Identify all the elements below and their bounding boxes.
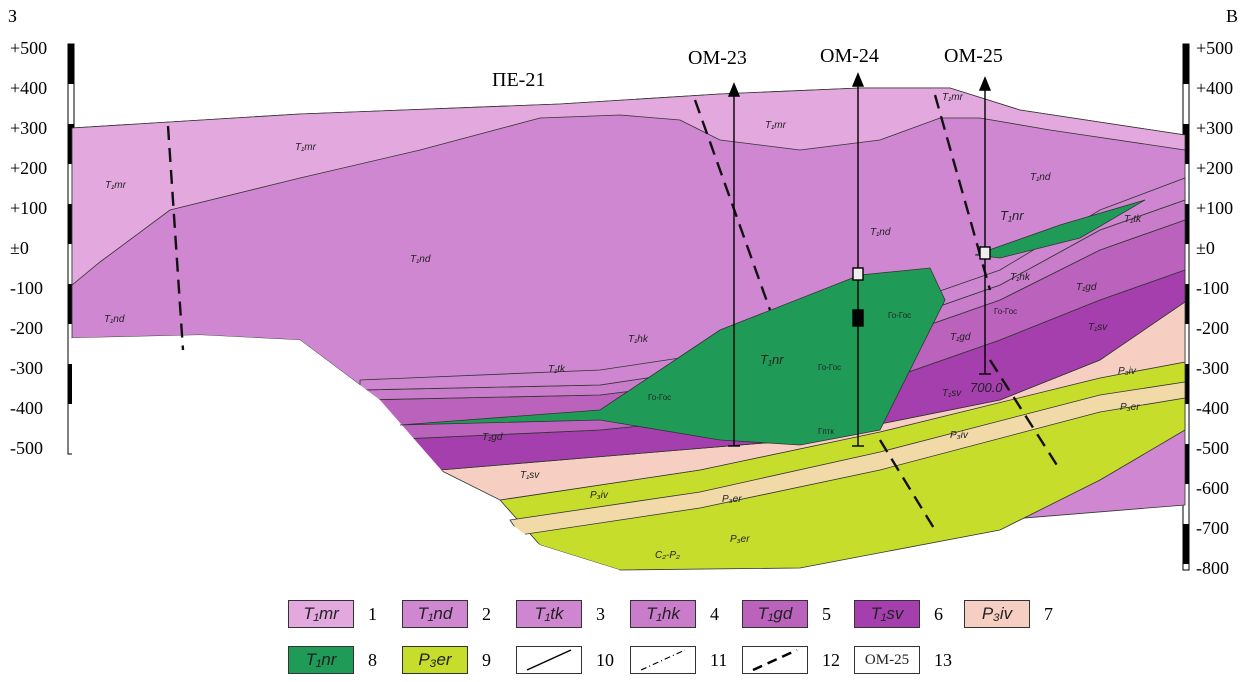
legend-item-12: 12 bbox=[742, 646, 840, 674]
blank-area bbox=[72, 335, 620, 570]
right-tick-label: +300 bbox=[1196, 118, 1233, 138]
right-tick-label: ±0 bbox=[1196, 238, 1215, 258]
left-tick-label: -100 bbox=[10, 278, 43, 298]
left-tick-label: -300 bbox=[10, 358, 43, 378]
svg-text:P₃er: P₃er bbox=[1120, 402, 1140, 413]
left-tick-label: -400 bbox=[10, 398, 43, 418]
svg-text:T₁nr: T₁nr bbox=[1000, 208, 1024, 223]
faults bbox=[166, 94, 1062, 531]
right-tick-label: -600 bbox=[1196, 478, 1229, 498]
right-tick-label: -100 bbox=[1196, 278, 1229, 298]
layer-t1nr-lens bbox=[974, 199, 1146, 259]
svg-text:T₁sv: T₁sv bbox=[520, 470, 540, 481]
svg-text:T₁nd: T₁nd bbox=[1030, 172, 1051, 183]
east-label: В bbox=[1226, 6, 1238, 26]
svg-text:P₃iv: P₃iv bbox=[950, 430, 969, 441]
svg-text:Го-Гос: Го-Гос bbox=[648, 393, 671, 402]
svg-text:P₃iv: P₃iv bbox=[1118, 366, 1137, 377]
legend-item-10: 10 bbox=[516, 646, 614, 674]
right-tick-label: -200 bbox=[1196, 318, 1229, 338]
svg-text:T₁hk: T₁hk bbox=[628, 334, 649, 345]
west-label: З bbox=[8, 6, 17, 26]
svg-text:T₁nr: T₁nr bbox=[760, 352, 784, 367]
svg-text:P₃er: P₃er bbox=[722, 494, 742, 505]
left-tick-label: +400 bbox=[10, 78, 47, 98]
left-tick-label: +500 bbox=[10, 38, 47, 58]
solid-line-icon bbox=[516, 646, 582, 674]
legend-item-11: 11 bbox=[630, 646, 727, 674]
dashdot-line-icon bbox=[630, 646, 696, 674]
svg-text:T₁nd: T₁nd bbox=[104, 314, 125, 325]
left-tick-label: -500 bbox=[10, 438, 43, 458]
dashed-line-icon bbox=[742, 646, 808, 674]
right-tick-label: +200 bbox=[1196, 158, 1233, 178]
layer-t1nr-main bbox=[399, 267, 946, 446]
svg-text:T₁nd: T₁nd bbox=[870, 227, 891, 238]
svg-text:T₁mr: T₁mr bbox=[295, 142, 317, 153]
unit-labels: T₁mr T₁mr T₁mr T₁mr T₁nd T₁nd T₁nd T₁nd … bbox=[104, 92, 1142, 561]
right-tick-label: -400 bbox=[1196, 398, 1229, 418]
well-label-om24: ОМ-24 bbox=[820, 45, 879, 67]
svg-text:Гптк: Гптк bbox=[818, 427, 834, 436]
svg-text:T₁tk: T₁tk bbox=[548, 364, 566, 375]
right-tick-label: -800 bbox=[1196, 558, 1229, 578]
svg-text:T₁sv: T₁sv bbox=[942, 388, 962, 399]
svg-text:T₁gd: T₁gd bbox=[1076, 282, 1097, 293]
left-tick-label: -200 bbox=[10, 318, 43, 338]
depth-label: 700.0 bbox=[970, 380, 1003, 395]
right-depth-scale: +500 +400 +300 +200 +100 ±0 -100 -200 -3… bbox=[1182, 38, 1233, 578]
svg-text:T₁hk: T₁hk bbox=[1010, 272, 1031, 283]
layer-p3er-bands bbox=[509, 381, 1186, 536]
svg-text:T₁tk: T₁tk bbox=[1124, 214, 1142, 225]
right-tick-label: +100 bbox=[1196, 198, 1233, 218]
right-tick-label: -500 bbox=[1196, 438, 1229, 458]
svg-text:T₁gd: T₁gd bbox=[950, 332, 971, 343]
left-depth-scale: +500 +400 +300 +200 +100 ±0 -100 -200 -3… bbox=[10, 38, 75, 458]
svg-text:T₁mr: T₁mr bbox=[765, 120, 787, 131]
right-tick-label: -300 bbox=[1196, 358, 1229, 378]
right-tick-label: -700 bbox=[1196, 518, 1229, 538]
svg-text:T₁mr: T₁mr bbox=[105, 180, 127, 191]
well-label-pe21: ПЕ-21 bbox=[492, 69, 545, 91]
svg-text:T₁nd: T₁nd bbox=[410, 254, 431, 265]
left-tick-label: +200 bbox=[10, 158, 47, 178]
svg-text:P₃er: P₃er bbox=[730, 534, 750, 545]
left-tick-label: +300 bbox=[10, 118, 47, 138]
right-tick-label: +500 bbox=[1196, 38, 1233, 58]
svg-text:T₁mr: T₁mr bbox=[942, 92, 964, 103]
svg-text:P₃iv: P₃iv bbox=[590, 490, 609, 501]
well-label-om25: ОМ-25 bbox=[944, 45, 1003, 67]
right-tick-label: +400 bbox=[1196, 78, 1233, 98]
svg-text:C₂-P₂: C₂-P₂ bbox=[655, 550, 680, 561]
well-label-om23: ОМ-23 bbox=[688, 47, 747, 69]
svg-text:Го-Гос: Го-Гос bbox=[818, 363, 841, 372]
svg-text:Го-Гос: Го-Гос bbox=[994, 307, 1017, 316]
svg-text:Го-Гос: Го-Гос bbox=[888, 311, 911, 320]
wells bbox=[727, 72, 992, 447]
svg-text:T₁gd: T₁gd bbox=[482, 432, 503, 443]
left-tick-label: ±0 bbox=[10, 238, 29, 258]
layer-t1mr bbox=[71, 87, 1186, 286]
svg-text:T₁sv: T₁sv bbox=[1088, 322, 1108, 333]
strata bbox=[71, 87, 1186, 571]
left-tick-label: +100 bbox=[10, 198, 47, 218]
